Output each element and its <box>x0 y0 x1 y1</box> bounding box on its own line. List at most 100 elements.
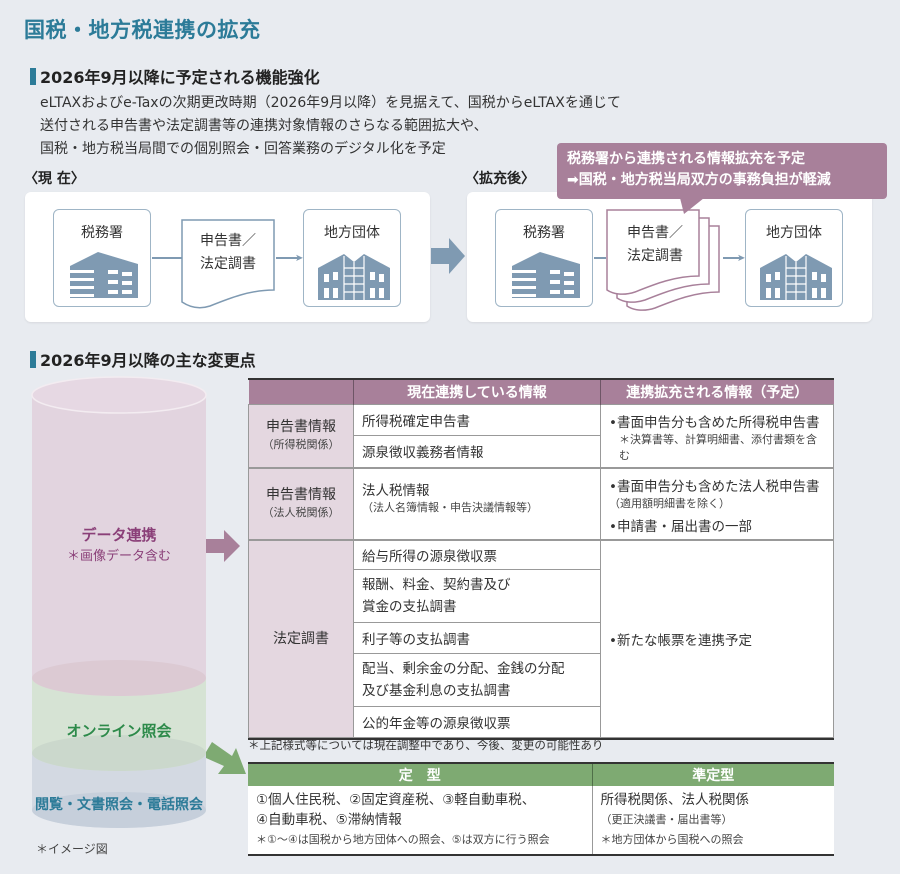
current-info-cell: 法人税情報 （法人名簿情報・申告決議情報等） <box>353 467 601 540</box>
expanded-label: 〈拡充後〉 <box>465 171 535 187</box>
table-row: 公的年金等の源泉徴収票 <box>249 706 834 738</box>
category-sublabel: （所得税関係） <box>262 437 340 451</box>
table-row: 申告書情報 （所得税関係） 所得税確定申告書 •書面申告分も含めた所得税申告書 … <box>248 403 834 468</box>
data-tiers-cylinder <box>31 376 207 828</box>
table-row: 報酬、料金、契約書及び 賞金の支払調書 <box>249 569 834 623</box>
callout-pointer <box>680 198 704 214</box>
document-label-line: 申告書／ <box>627 225 683 241</box>
current-info-cell: 給与所得の源泉徴収票 <box>353 539 601 570</box>
arrow-head-icon: ➤ <box>295 253 304 264</box>
current-info-sub: （法人名簿情報・申告決議情報等） <box>362 500 538 514</box>
page-title: 国税・地方税連携の拡充 <box>24 18 261 42</box>
current-info-cell: 所得税確定申告書 <box>353 403 601 437</box>
current-info-main: 法人税情報 <box>362 482 430 499</box>
local-gov-box: 地方団体 <box>745 209 843 307</box>
table-row: ①個人住民税、②固定資産税、③軽自動車税、 ④自動車税、⑤滞納情報 ＊①～④は国… <box>248 786 834 854</box>
section-heading-changes: 2026年9月以降の主な変更点 <box>30 347 256 371</box>
tax-office-label: 税務署 <box>523 225 565 241</box>
changes-table: 現在連携している情報 連携拡充される情報（予定） 申告書情報 （所得税関係） 所… <box>248 380 834 738</box>
arrow-line <box>723 257 741 259</box>
callout-line: ➡国税・地方税当局双方の事務負担が軽減 <box>567 172 831 188</box>
expanded-flow-panel: 税務署 申告書／ 法定調書 ➤ 地方団体 <box>467 192 872 322</box>
intro-line: 国税・地方税当局間での個別照会・回答業務のデジタル化を予定 <box>40 141 446 157</box>
section-heading-text: 2026年9月以降の主な変更点 <box>40 351 256 370</box>
table-header-row: 定 型 準定型 <box>248 764 834 786</box>
inquiry-table-wrapper: 定 型 準定型 ①個人住民税、②固定資産税、③軽自動車税、 ④自動車税、⑤滞納情… <box>248 762 834 856</box>
data-link-arrow-icon <box>206 530 240 562</box>
category-label: 法定調書 <box>273 630 329 647</box>
planned-info-cell: •書面申告分も含めた所得税申告書 ＊決算書等、計算明細書、添付書類を含む <box>600 403 834 468</box>
heading-marker <box>30 350 36 368</box>
current-info-cell: 報酬、料金、契約書及び 賞金の支払調書 <box>353 569 601 623</box>
tier-data-link: データ連携 ＊画像データ含む <box>30 524 208 564</box>
current-info-cell: 公的年金等の源泉徴収票 <box>353 706 601 738</box>
connector-line <box>594 257 606 259</box>
local-gov-building-icon <box>318 254 390 300</box>
planned-note: （適用額明細書を除く） <box>609 496 730 510</box>
inquiry-table: 定 型 準定型 ①個人住民税、②固定資産税、③軽自動車税、 ④自動車税、⑤滞納情… <box>248 764 834 854</box>
heading-marker <box>30 67 36 85</box>
semi-standard-line: 所得税関係、法人税関係 <box>600 792 750 808</box>
stacked-documents-icon <box>606 209 720 311</box>
table-footnote: ＊上記様式等については現在調整中であり、今後、変更の可能性あり <box>248 738 604 752</box>
tax-office-building-icon <box>64 252 138 298</box>
planned-info-cell: •書面申告分も含めた法人税申告書 （適用額明細書を除く） •申請書・届出書の一部 <box>600 467 834 540</box>
category-label: 申告書情報 <box>266 486 336 503</box>
header-planned-info: 連携拡充される情報（予定） <box>600 380 834 404</box>
tier-data-link-note: ＊画像データ含む <box>66 549 171 564</box>
section-heading-text: 2026年9月以降に予定される機能強化 <box>40 68 320 87</box>
intro-paragraph: eLTAXおよびe-Taxの次期更改時期（2026年9月以降）を見据えて、国税か… <box>40 92 621 161</box>
tax-office-label: 税務署 <box>81 225 123 241</box>
current-info-cell: 配当、剰余金の分配、金銭の分配 及び基金利息の支払調書 <box>353 653 601 707</box>
arrow-head-icon: ➤ <box>737 253 746 264</box>
document-label: 申告書／ 法定調書 <box>607 222 703 268</box>
connector-line <box>152 257 182 259</box>
arrow-line <box>276 257 300 259</box>
document-label-line: 申告書／ <box>200 233 256 249</box>
document-label: 申告書／ 法定調書 <box>180 230 276 276</box>
planned-item: •書面申告分も含めた法人税申告書 <box>609 478 820 495</box>
tax-office-box: 税務署 <box>495 209 593 307</box>
local-gov-box: 地方団体 <box>303 209 401 307</box>
category-sublabel: （法人税関係） <box>262 505 340 519</box>
standard-line: ①個人住民税、②固定資産税、③軽自動車税、 <box>256 792 536 808</box>
current-info-cell: 源泉徴収義務者情報 <box>353 435 601 468</box>
intro-line: 送付される申告書や法定調書等の連携対象情報のさらなる範囲拡大や、 <box>40 118 488 134</box>
tax-office-box: 税務署 <box>53 209 151 307</box>
transition-arrow-icon <box>431 238 465 274</box>
header-current-info: 現在連携している情報 <box>353 380 601 404</box>
standard-line: ④自動車税、⑤滞納情報 <box>256 812 402 828</box>
document-icon <box>181 219 275 309</box>
header-semi-standard: 準定型 <box>592 764 834 786</box>
table-row: 申告書情報 （法人税関係） 法人税情報 （法人名簿情報・申告決議情報等） •書面… <box>248 467 834 540</box>
standard-note: ＊①～④は国税から地方団体への照会、⑤は双方に行う照会 <box>256 833 550 846</box>
category-corporate-tax: 申告書情報 （法人税関係） <box>248 467 354 540</box>
header-standard: 定 型 <box>248 764 593 786</box>
planned-note: ＊決算書等、計算明細書、添付書類を含む <box>619 432 817 462</box>
semi-standard-note: ＊地方団体から国税への照会 <box>600 833 744 846</box>
local-gov-label: 地方団体 <box>324 225 380 241</box>
header-blank <box>248 380 354 404</box>
category-income-tax: 申告書情報 （所得税関係） <box>248 403 354 468</box>
table-header-row: 現在連携している情報 連携拡充される情報（予定） <box>248 380 834 404</box>
table-row: 利子等の支払調書 <box>249 622 834 654</box>
category-statutory-reports: 法定調書 <box>248 539 354 738</box>
planned-item: •新たな帳票を連携予定 <box>609 632 752 649</box>
intro-line: eLTAXおよびe-Taxの次期更改時期（2026年9月以降）を見据えて、国税か… <box>40 95 621 111</box>
planned-item: •申請書・届出書の一部 <box>609 518 752 535</box>
document-label-line: 法定調書 <box>200 256 256 272</box>
online-inquiry-arrow-icon <box>206 742 246 774</box>
current-label: 〈現 在〉 <box>24 171 85 187</box>
planned-item: •書面申告分も含めた所得税申告書 <box>609 414 820 431</box>
document-label-line: 法定調書 <box>627 248 683 264</box>
tier-data-link-title: データ連携 <box>81 526 157 544</box>
cylinder-footnote: ＊イメージ図 <box>36 842 108 856</box>
table-row: 配当、剰余金の分配、金銭の分配 及び基金利息の支払調書 <box>249 653 834 707</box>
callout-line: 税務署から連携される情報拡充を予定 <box>567 151 805 167</box>
current-info-cell: 利子等の支払調書 <box>353 622 601 654</box>
semi-standard-cell: 所得税関係、法人税関係 （更正決議書・届出書等） ＊地方団体から国税への照会 <box>592 786 834 854</box>
tier-manual-inquiry: 閲覧・文書照会・電話照会 <box>35 797 203 813</box>
expansion-callout: 税務署から連携される情報拡充を予定 ➡国税・地方税当局双方の事務負担が軽減 <box>557 143 887 199</box>
category-label: 申告書情報 <box>266 418 336 435</box>
tax-office-building-icon <box>506 252 580 298</box>
